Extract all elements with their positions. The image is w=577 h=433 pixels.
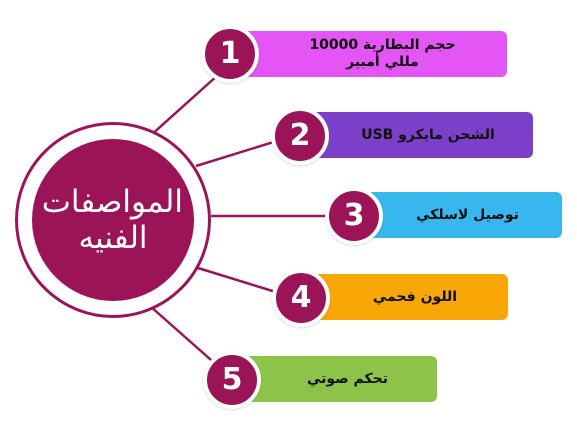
spec-bar-5: تحكم صوتي bbox=[228, 356, 437, 402]
center-title: المواصفات الفنيه bbox=[41, 184, 183, 256]
spec-bar-2: الشحن مايكرو USB bbox=[293, 112, 533, 158]
spec-number-3: 3 bbox=[343, 198, 365, 233]
spec-text-1-line-2: مللي أمبير bbox=[346, 54, 419, 70]
spec-text-3-line-1: توصيل لاسلكي bbox=[416, 206, 519, 223]
spec-number-2: 2 bbox=[289, 118, 311, 153]
spec-number-1: 1 bbox=[219, 36, 241, 71]
spec-bar-1: حجم البطارية 10000 مللي أمبير bbox=[228, 31, 507, 77]
spec-text-1: حجم البطارية 10000 مللي أمبير bbox=[309, 37, 455, 71]
spec-text-1-line-1: حجم البطارية 10000 bbox=[309, 37, 456, 53]
spec-number-5: 5 bbox=[221, 362, 243, 397]
center-title-line-1: المواصفات bbox=[41, 184, 183, 220]
spec-text-5: تحكم صوتي bbox=[307, 371, 388, 388]
spec-badge-5: 5 bbox=[203, 351, 261, 409]
spec-text-5-line-1: تحكم صوتي bbox=[306, 370, 389, 387]
center-title-line-2: الفنيه bbox=[78, 220, 148, 256]
spec-text-4-line-1: اللون فحمي bbox=[372, 288, 458, 305]
spec-badge-4: 4 bbox=[272, 269, 330, 327]
spec-text-4: اللون فحمي bbox=[373, 289, 457, 306]
spec-text-2-line-1: الشحن مايكرو USB bbox=[361, 126, 495, 143]
center-hub: المواصفات الفنيه bbox=[32, 139, 194, 301]
spec-badge-3: 3 bbox=[325, 187, 383, 245]
spec-number-4: 4 bbox=[290, 280, 312, 315]
spec-text-2: الشحن مايكرو USB bbox=[361, 127, 495, 144]
spec-badge-1: 1 bbox=[201, 25, 259, 83]
spec-badge-2: 2 bbox=[271, 107, 329, 165]
spec-text-3: توصيل لاسلكي bbox=[416, 207, 519, 224]
